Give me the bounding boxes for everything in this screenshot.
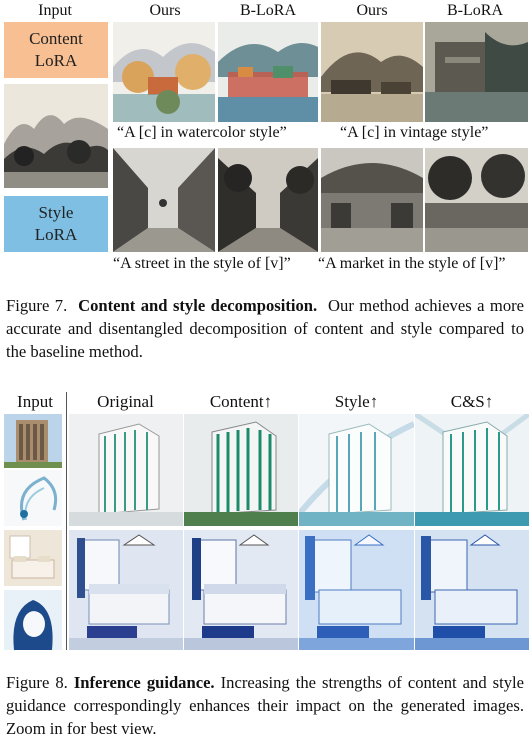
bedroom-cs-image [415,530,529,650]
bedroom-content-image [184,530,298,650]
style-lora-label-2: LoRA [34,225,78,244]
style-lora-box: Style LoRA [4,196,108,252]
figure7-caption: Figure 7. Content and style decompositio… [6,294,524,363]
prompt-watercolor: “A [c] in watercolor style” [117,124,287,141]
watercolor-ours-image [113,22,215,122]
market-blora-image [425,148,528,252]
figure7-text: Our method achieves a more accurate and … [6,296,525,361]
content-lora-box: Content LoRA [4,22,108,78]
bedroom-style-image [299,530,414,650]
input-bedroom-image [4,530,62,586]
figure7-title: Content and style decomposition. [78,296,318,315]
fig7-header-blora-1: B-LoRA [240,2,296,19]
fig8-header-content: Content↑ [209,392,273,411]
market-ours-image [321,148,423,252]
bedroom-original-image [69,530,183,650]
prompt-vintage: “A [c] in vintage style” [340,124,489,141]
figure8-title: Inference guidance. [73,673,215,692]
input-ink-landscape-image [4,84,108,188]
input-building-image [4,414,62,468]
vintage-blora-image [425,22,528,122]
building-original-image [69,414,183,526]
prompt-street: “A street in the style of [v]” [113,255,291,272]
figure8-caption: Figure 8. Inference guidance. Increasing… [6,671,524,740]
fig7-header-blora-2: B-LoRA [447,2,503,19]
building-content-image [184,414,298,526]
street-blora-image [218,148,318,252]
figure8-text: Increasing the strengths of content and … [6,673,525,738]
fig8-header-style: Style↑ [334,392,379,411]
figure8-label: Figure 8. [6,673,68,692]
watercolor-blora-image [218,22,318,122]
fig8-divider [66,392,67,650]
street-ours-image [113,148,215,252]
fig7-header-input: Input [38,2,72,19]
fig7-header-ours-2: Ours [356,2,388,19]
input-anime-girl-image [4,590,62,650]
fig8-header-input: Input [17,392,53,411]
fig7-header-ours-1: Ours [149,2,181,19]
building-cs-image [415,414,529,526]
input-peacock-image [4,470,62,526]
vintage-ours-image [321,22,423,122]
content-lora-label-2: LoRA [34,51,78,70]
style-lora-label-1: Style [38,203,74,222]
fig8-header-cs: C&S↑ [450,392,494,411]
content-lora-label-1: Content [29,29,83,48]
figure7-label: Figure 7. [6,296,68,315]
prompt-market: “A market in the style of [v]” [318,255,506,272]
building-style-image [299,414,414,526]
fig8-header-original: Original [97,392,154,411]
